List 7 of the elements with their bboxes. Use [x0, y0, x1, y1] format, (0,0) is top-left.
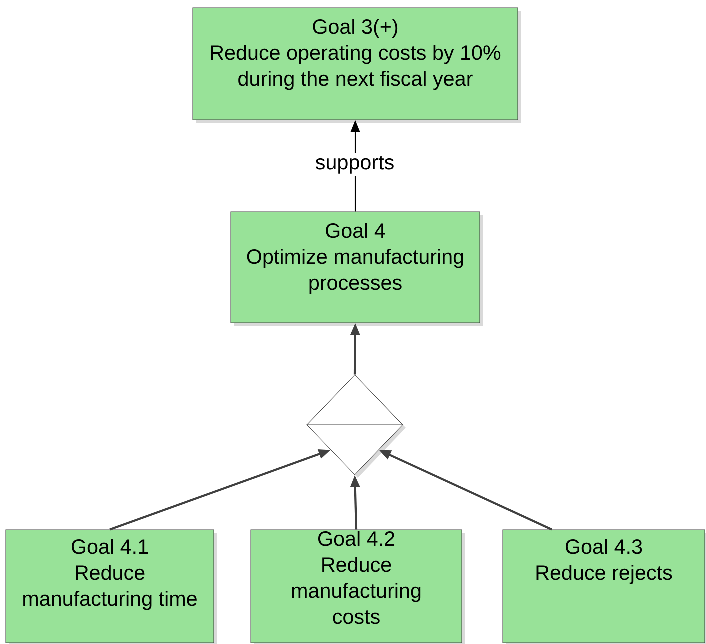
- goal-box: Goal 3(+) Reduce operating costs by 10% during the next fiscal year: [192, 8, 521, 123]
- goal-box: Goal 4.3 Reduce rejects: [502, 530, 706, 644]
- goal-box: Goal 4.1 Reduce manufacturing time: [6, 530, 217, 644]
- goal-box: Goal 4.2 Reduce manufacturing costs: [250, 530, 465, 644]
- edge-label: supports: [312, 154, 398, 176]
- goal-box: Goal 4 Optimize manufacturing processes: [230, 212, 483, 326]
- and-diamond: [306, 374, 406, 478]
